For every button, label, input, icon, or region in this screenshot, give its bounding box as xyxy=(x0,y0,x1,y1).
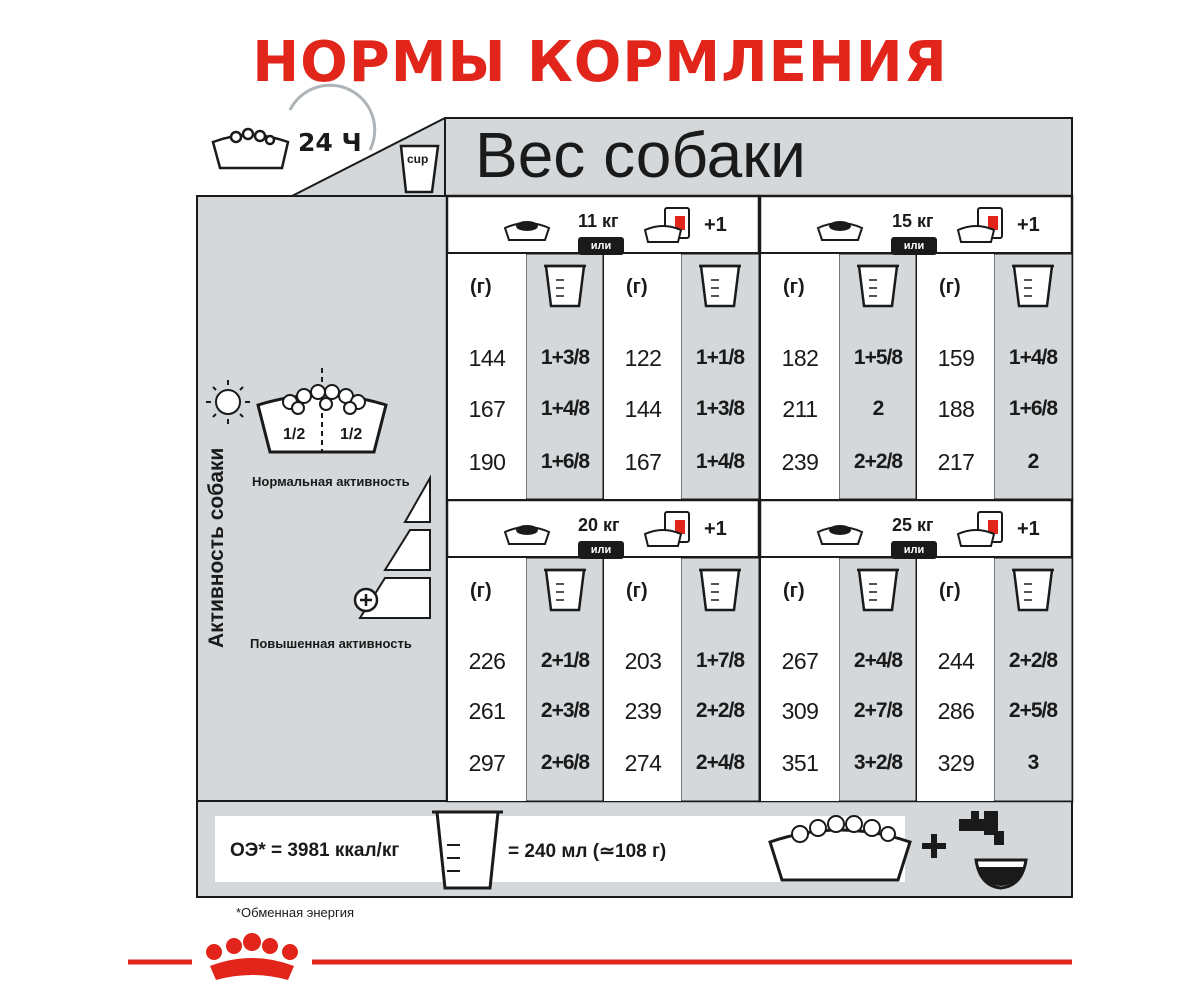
panel-weight-11: 11 кг xyxy=(578,211,619,231)
grams-value: 239 xyxy=(781,449,819,475)
grams-value: 309 xyxy=(781,698,819,724)
activity-normal-label: Нормальная активность xyxy=(252,474,410,489)
plus-one-label: +1 xyxy=(1017,214,1040,236)
grams-value: 144 xyxy=(468,345,506,371)
grams-value: 167 xyxy=(468,396,506,422)
cups-value: 1+3/8 xyxy=(540,346,590,369)
grams-value: 217 xyxy=(937,449,975,475)
cups-value: 2+2/8 xyxy=(853,450,903,473)
cups-value: 1+4/8 xyxy=(1008,346,1058,369)
split-bowl-icon xyxy=(256,368,388,454)
activity-axis-label: Активность собаки xyxy=(205,447,228,648)
energy-value: ОЭ* = 3981 ккал/кг xyxy=(230,840,400,861)
cups-value: 2+1/8 xyxy=(540,649,590,672)
cups-value: 2 xyxy=(872,397,885,420)
grams-value: 286 xyxy=(937,698,975,724)
activity-panel xyxy=(196,195,448,802)
panel-header-icons xyxy=(503,207,1003,547)
grams-value: 144 xyxy=(624,396,662,422)
plus-circle-icon xyxy=(353,587,379,613)
cups-value: 1+7/8 xyxy=(695,649,745,672)
unit-grams: (г) xyxy=(626,276,648,298)
activity-staircase xyxy=(358,474,431,619)
grams-value: 122 xyxy=(624,345,662,371)
half-right-label: 1/2 xyxy=(340,426,363,443)
panel-weight-15: 15 кг xyxy=(892,211,934,231)
unit-grams: (г) xyxy=(783,276,805,298)
sun-icon xyxy=(206,380,250,424)
cups-value: 3 xyxy=(1027,751,1040,774)
grams-value: 226 xyxy=(468,648,506,674)
unit-grams: (г) xyxy=(939,580,961,602)
cups-value: 1+6/8 xyxy=(1008,397,1058,420)
unit-grams: (г) xyxy=(470,580,492,602)
weight-header-title: Вес собаки xyxy=(475,119,806,191)
grams-value: 329 xyxy=(937,750,975,776)
cups-value: 2+4/8 xyxy=(853,649,903,672)
cups-value: 3+2/8 xyxy=(853,751,903,774)
page-title: НОРМЫ КОРМЛЕНИЯ xyxy=(252,30,948,95)
grams-value: 274 xyxy=(624,750,662,776)
cups-value: 2+2/8 xyxy=(1008,649,1058,672)
grams-value: 182 xyxy=(781,345,819,371)
grams-value: 190 xyxy=(468,449,506,475)
grams-value: 267 xyxy=(781,648,819,674)
period-label: 24 Ч xyxy=(298,128,362,157)
plus-icon xyxy=(922,834,946,858)
grams-value: 203 xyxy=(624,648,662,674)
grams-value: 351 xyxy=(781,750,819,776)
cups-value: 2+2/8 xyxy=(695,699,745,722)
cups-value: 1+3/8 xyxy=(695,397,745,420)
cup-label: cup xyxy=(407,152,429,166)
cups-value: 1+4/8 xyxy=(540,397,590,420)
cup-icon-header xyxy=(399,144,440,194)
water-tap-icon xyxy=(959,811,1028,890)
crown-logo-icon xyxy=(206,933,298,980)
unit-grams: (г) xyxy=(626,580,648,602)
cups-value: 1+1/8 xyxy=(695,346,745,369)
grams-value: 159 xyxy=(937,345,975,371)
plus-one-label: +1 xyxy=(704,518,727,540)
activity-high-label: Повышенная активность xyxy=(250,636,412,651)
or-badge: или xyxy=(891,541,937,559)
cups-value: 2+4/8 xyxy=(695,751,745,774)
bowl-24h-icon xyxy=(211,83,377,170)
grams-value: 239 xyxy=(624,698,662,724)
grams-value: 188 xyxy=(937,396,975,422)
grams-value: 211 xyxy=(782,396,818,422)
half-left-label: 1/2 xyxy=(283,426,306,443)
footnote: *Обменная энергия xyxy=(236,905,355,920)
unit-grams: (г) xyxy=(470,276,492,298)
cups-value: 2+3/8 xyxy=(540,699,590,722)
cups-value: 2+6/8 xyxy=(540,751,590,774)
footer-cup-icon xyxy=(432,810,503,890)
panel-weight-20: 20 кг xyxy=(578,515,620,535)
cups-value: 2 xyxy=(1027,450,1040,473)
plus-one-label: +1 xyxy=(1017,518,1040,540)
cups-value: 2+5/8 xyxy=(1008,699,1058,722)
panel-weight-25: 25 кг xyxy=(892,515,934,535)
or-badge: или xyxy=(578,541,624,559)
plus-one-label: +1 xyxy=(704,214,727,236)
grams-value: 244 xyxy=(937,648,975,674)
footer-bowl-icon xyxy=(768,815,912,882)
cups-value: 2+7/8 xyxy=(853,699,903,722)
or-badge: или xyxy=(578,237,624,255)
cups-value: 1+6/8 xyxy=(540,450,590,473)
column-cup-icons xyxy=(544,264,1054,612)
unit-grams: (г) xyxy=(939,276,961,298)
grams-value: 261 xyxy=(468,698,506,724)
unit-grams: (г) xyxy=(783,580,805,602)
cups-value: 1+4/8 xyxy=(695,450,745,473)
or-badge: или xyxy=(891,237,937,255)
grams-value: 167 xyxy=(624,449,662,475)
grams-value: 297 xyxy=(468,750,506,776)
cup-equivalent: = 240 мл (≃108 г) xyxy=(508,841,667,862)
cups-value: 1+5/8 xyxy=(853,346,903,369)
